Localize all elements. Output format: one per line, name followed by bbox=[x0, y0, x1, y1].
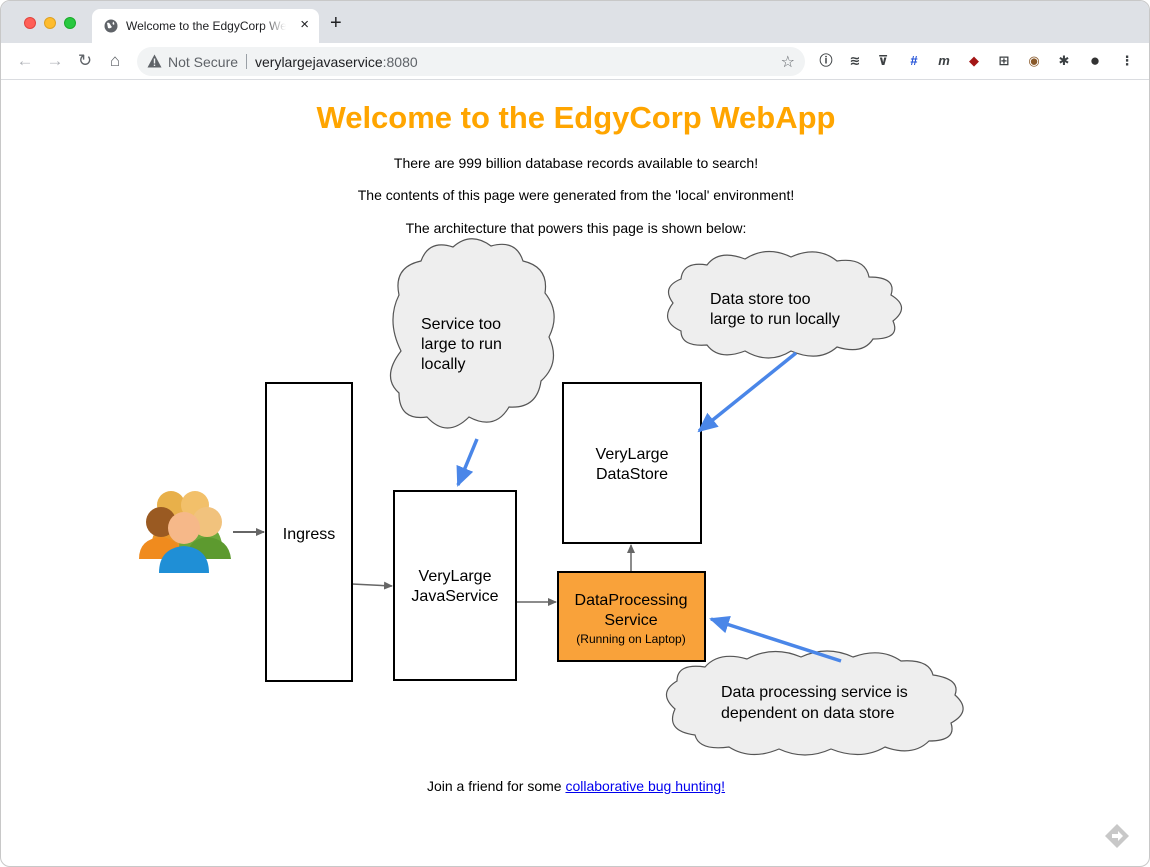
cloud-service-line2: large to run bbox=[421, 336, 502, 353]
window-close-button[interactable] bbox=[24, 17, 36, 29]
footer-prefix: Join a friend for some bbox=[426, 778, 566, 794]
cloud-dependency-line1: Data processing service is bbox=[721, 684, 908, 701]
processing-box: DataProcessing Service (Running on Lapto… bbox=[557, 571, 706, 662]
datastore-label-line2: DataStore bbox=[596, 466, 668, 483]
page-heading: Welcome to the EdgyCorp WebApp bbox=[316, 100, 836, 135]
processing-label-line1: DataProcessing bbox=[575, 592, 688, 609]
tab-title: Welcome to the EdgyCorp WebApp bbox=[126, 19, 286, 33]
java-service-label-line1: VeryLarge bbox=[419, 568, 492, 585]
home-icon[interactable]: ⌂ bbox=[109, 51, 121, 70]
url-port: :8080 bbox=[382, 54, 418, 70]
window-maximize-button[interactable] bbox=[64, 17, 76, 29]
info-extension-icon[interactable]: ⓘ bbox=[819, 53, 833, 68]
tab-active[interactable]: Welcome to the EdgyCorp WebApp × bbox=[92, 9, 319, 43]
warning-icon bbox=[147, 54, 162, 68]
environment-text: The contents of this page were generated… bbox=[357, 187, 795, 203]
cloud-service-too-large: Service too large to run locally bbox=[389, 238, 555, 429]
window-minimize-button[interactable] bbox=[44, 17, 56, 29]
ingress-label: Ingress bbox=[283, 526, 335, 543]
security-label[interactable]: Not Secure bbox=[168, 54, 239, 70]
architecture-diagram: Ingress VeryLarge JavaService VeryLarge … bbox=[139, 238, 964, 756]
omnibox-divider bbox=[246, 54, 247, 69]
reload-icon[interactable]: ↻ bbox=[77, 51, 93, 70]
collaborative-bug-hunting-link[interactable]: collaborative bug hunting! bbox=[565, 778, 726, 794]
ingress-to-java-arrow bbox=[351, 581, 393, 590]
cloud-dependency: Data processing service is dependent on … bbox=[665, 650, 964, 756]
new-tab-button[interactable]: + bbox=[330, 12, 342, 34]
ublock-extension-icon[interactable]: ◆ bbox=[969, 53, 979, 68]
cloud-dependency-line2: dependent on data store bbox=[721, 705, 895, 722]
datastore-cloud-arrow bbox=[697, 351, 798, 433]
bookmark-star-icon[interactable]: ☆ bbox=[780, 54, 795, 71]
cloud-datastore-line1: Data store too bbox=[710, 291, 811, 308]
users-icon bbox=[139, 491, 231, 573]
cookie-extension-icon[interactable]: ◉ bbox=[1028, 53, 1040, 68]
url-text[interactable]: verylargejavaservice:8080 bbox=[255, 54, 418, 70]
url-host: verylargejavaservice bbox=[255, 54, 383, 70]
architecture-text: The architecture that powers this page i… bbox=[405, 220, 747, 236]
back-arrow-icon[interactable]: ← bbox=[16, 51, 34, 70]
globe-icon bbox=[104, 19, 118, 33]
edge-arrow-icon[interactable] bbox=[1103, 822, 1131, 850]
cloud-datastore-too-large: Data store too large to run locally bbox=[666, 250, 903, 359]
tab-strip: Welcome to the EdgyCorp WebApp × + bbox=[1, 1, 1149, 43]
profile-avatar[interactable]: ● bbox=[1089, 51, 1101, 70]
puzzle-extensions-icon[interactable]: ✱ bbox=[1058, 53, 1070, 68]
hash-extension-icon[interactable]: # bbox=[910, 53, 918, 68]
stack-extension-icon[interactable]: ≋ bbox=[849, 53, 861, 68]
tab-close-icon[interactable]: × bbox=[300, 16, 309, 33]
records-text: There are 999 billion database records a… bbox=[393, 155, 759, 171]
ingress-box: Ingress bbox=[265, 382, 353, 682]
forward-arrow-icon[interactable]: → bbox=[46, 51, 64, 70]
datastore-label-line1: VeryLarge bbox=[596, 446, 669, 463]
menu-kebab-icon[interactable]: ⋮ bbox=[1120, 53, 1134, 68]
address-bar[interactable]: Not Secure verylargejavaservice:8080 ☆ bbox=[137, 47, 805, 76]
pocket-extension-icon[interactable]: ⊽ bbox=[877, 53, 889, 68]
dependency-cloud-arrow bbox=[709, 615, 842, 663]
service-cloud-arrow bbox=[456, 438, 479, 487]
cloud-service-line1: Service too bbox=[421, 316, 501, 333]
toolbar: ← → ↻ ⌂ Not Secure verylargejavaservice:… bbox=[1, 43, 1149, 80]
cloud-service-line3: locally bbox=[421, 356, 465, 373]
cloud-datastore-line2: large to run locally bbox=[710, 311, 840, 328]
java-service-label-line2: JavaService bbox=[411, 588, 498, 605]
page-content: Welcome to the EdgyCorp WebApp There are… bbox=[1, 81, 1149, 866]
footer-text: Join a friend for some collaborative bug… bbox=[1, 778, 1149, 794]
java-service-box: VeryLarge JavaService bbox=[393, 490, 517, 681]
grid-extension-icon[interactable]: ⊞ bbox=[998, 53, 1010, 68]
m-extension-icon[interactable]: m bbox=[938, 53, 950, 68]
processing-note: (Running on Laptop) bbox=[576, 632, 685, 646]
processing-label-line2: Service bbox=[604, 612, 657, 629]
datastore-box: VeryLarge DataStore bbox=[562, 382, 702, 544]
